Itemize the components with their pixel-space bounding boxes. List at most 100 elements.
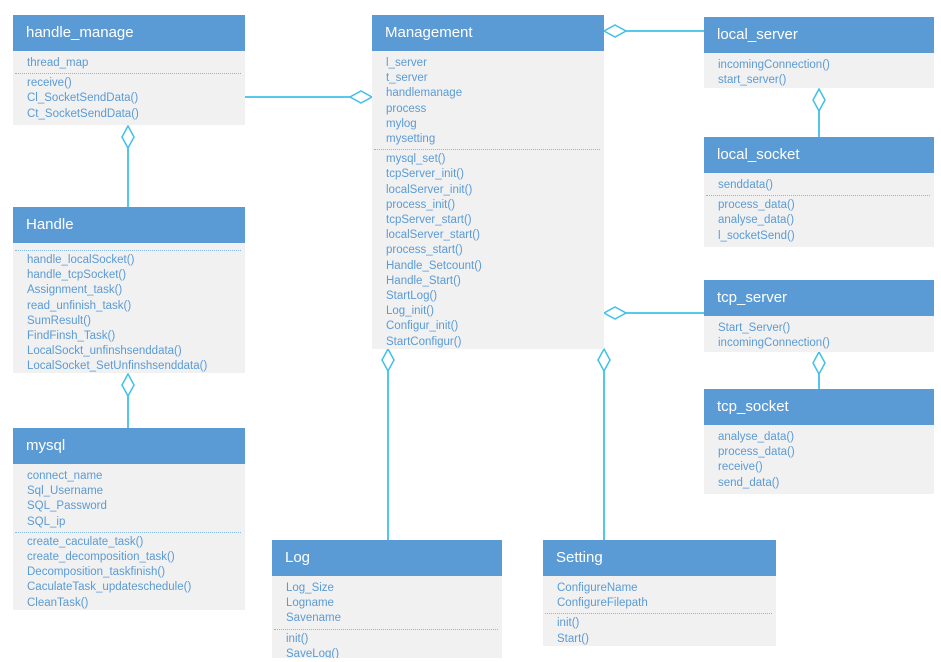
method-row: tcpServer_init() xyxy=(386,168,464,181)
method-row: Start() xyxy=(557,632,589,645)
attribute-row: Log_Size xyxy=(286,582,334,594)
method-row: create_caculate_task() xyxy=(27,535,144,548)
method-row: process_data() xyxy=(718,446,795,459)
method-row: tcpServer_start() xyxy=(386,214,472,227)
method-row: process_data() xyxy=(718,199,795,212)
method-row: start_server() xyxy=(718,74,787,87)
aggregation-diamond-icon xyxy=(121,124,135,150)
attribute-row: SQL_ip xyxy=(27,515,66,528)
attribute-method-divider xyxy=(706,195,930,197)
method-row: analyse_data() xyxy=(718,431,795,443)
class-members: senddata()process_data()analyse_data()l_… xyxy=(704,173,934,247)
attribute-row: ConfigureName xyxy=(557,582,638,594)
class-members: Start_Server()incomingConnection() xyxy=(704,316,934,352)
class-title: mysql xyxy=(13,428,245,464)
method-row: l_socketSend() xyxy=(718,229,795,242)
attribute-method-divider xyxy=(15,531,241,533)
class-title: Log xyxy=(272,540,502,576)
method-row: mysql_set() xyxy=(386,153,446,166)
aggregation-diamond-icon xyxy=(812,350,826,376)
method-row: handle_localSocket() xyxy=(27,254,135,266)
class-members: analyse_data() process_data() receive() sen… xyxy=(704,425,934,494)
method-row: CaculateTask_updateschedule() xyxy=(27,581,192,594)
connector-management-aggregates-log[interactable] xyxy=(381,347,395,540)
method-row: Handle_Setcount() xyxy=(386,259,482,272)
connector-management-aggregates-tcp_server[interactable] xyxy=(602,306,704,320)
aggregation-diamond-icon xyxy=(121,372,135,398)
method-row: localServer_init() xyxy=(386,183,473,196)
attribute-row: SQL_Password xyxy=(27,500,107,513)
class-title: local_socket xyxy=(704,137,934,173)
attribute-row: ConfigureFilepath xyxy=(557,597,648,610)
connector-local_server-aggregates-local_socket[interactable] xyxy=(812,87,826,137)
method-row: incomingConnection() xyxy=(718,59,830,71)
method-row: init() xyxy=(557,617,580,630)
method-row: Decomposition_taskfinish() xyxy=(27,566,166,579)
aggregation-diamond-icon xyxy=(602,306,628,320)
aggregation-diamond-icon xyxy=(597,347,611,373)
class-title: Setting xyxy=(543,540,776,576)
class-title: local_server xyxy=(704,17,934,53)
class-members: incomingConnection() start_server() xyxy=(704,53,934,88)
attribute-row: senddata() xyxy=(718,179,773,191)
connector-management-aggregates-handle_manage[interactable] xyxy=(245,90,374,104)
attribute-method-divider xyxy=(15,250,241,251)
attribute-row: Logname xyxy=(286,597,334,610)
method-row: SaveLog() xyxy=(286,647,340,658)
class-title: tcp_server xyxy=(704,280,934,316)
method-row: StartConfigur() xyxy=(386,335,462,348)
method-row: Assignment_task() xyxy=(27,284,123,297)
attribute-row: t_server xyxy=(386,72,428,85)
method-row: receive() xyxy=(718,461,763,474)
method-row: LocalSocket_SetUnfinshsenddata() xyxy=(27,360,208,373)
method-row: SumResult() xyxy=(27,314,91,327)
aggregation-diamond-icon xyxy=(348,90,374,104)
method-row: create_decomposition_task() xyxy=(27,551,175,564)
attribute-row: thread_map xyxy=(27,57,89,69)
connector-handle_manage-aggregates-handle[interactable] xyxy=(121,124,135,207)
connector-tcp_server-aggregates-tcp_socket[interactable] xyxy=(812,350,826,389)
aggregation-diamond-icon xyxy=(812,87,826,113)
method-row: process_start() xyxy=(386,244,463,257)
attribute-method-divider xyxy=(374,149,600,151)
connector-handle-aggregates-mysql[interactable] xyxy=(121,372,135,428)
method-row: localServer_start() xyxy=(386,229,480,242)
class-box-Management[interactable]: Management l_server t_server handlemanage pr… xyxy=(372,15,604,349)
class-title: tcp_socket xyxy=(704,389,934,425)
class-title: Management xyxy=(372,15,604,51)
method-row: read_unfinish_task() xyxy=(27,299,132,312)
attribute-method-divider xyxy=(15,73,241,75)
method-row: StartLog() xyxy=(386,290,438,303)
method-row: handle_tcpSocket() xyxy=(27,269,127,282)
method-row: Handle_Start() xyxy=(386,274,461,287)
attribute-row: Sql_Username xyxy=(27,485,104,498)
connector-management-aggregates-local_server[interactable] xyxy=(602,24,704,38)
attribute-row: process xyxy=(386,102,427,115)
class-box-tcp_socket[interactable]: tcp_socket analyse_data() process_data()re… xyxy=(704,389,934,494)
method-row: send_data() xyxy=(718,476,780,489)
attribute-row: handlemanage xyxy=(386,87,463,100)
attribute-row: connect_name xyxy=(27,470,103,482)
connector-management-aggregates-setting[interactable] xyxy=(597,347,611,540)
method-row: Log_init() xyxy=(386,305,434,318)
method-row: init() xyxy=(286,632,309,645)
method-row: LocalSockt_unfinshsenddata() xyxy=(27,345,182,358)
class-box-local_server[interactable]: local_server incomingConnection() start_se… xyxy=(704,17,934,88)
attribute-row: mysetting xyxy=(386,133,436,146)
aggregation-diamond-icon xyxy=(602,24,628,38)
attribute-row: l_server xyxy=(386,57,427,69)
